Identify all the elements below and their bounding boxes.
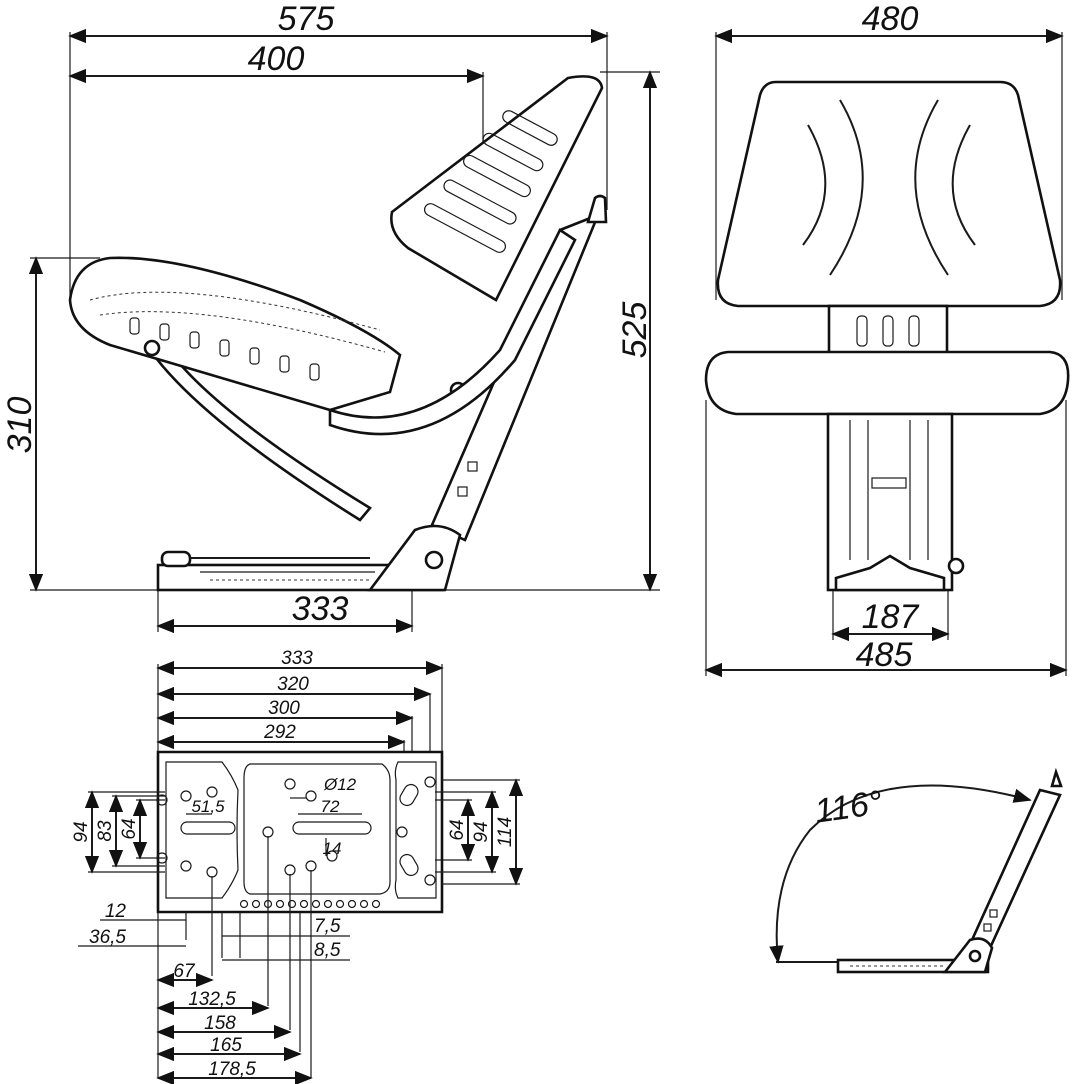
dim-right-0: 64 [447,819,468,840]
dim-bottom-0: 12 [105,901,127,922]
dim-inner-0: 51,5 [191,797,225,816]
dim-top-3: 292 [263,722,296,743]
dim-overall-length: 575 [278,0,335,38]
dim-seat-length: 400 [248,40,305,78]
dim-total-height: 525 [616,302,654,359]
dim-top-2: 300 [268,698,300,719]
dim-left-1: 83 [95,820,116,842]
dim-back-width: 480 [862,0,919,38]
dim-seat-width: 485 [856,636,913,674]
dim-seat-height: 310 [1,397,39,454]
dim-base-width: 187 [862,598,920,636]
dim-inner-1: 72 [321,797,340,816]
recline-view [769,767,1063,974]
dim-bottom-3: 8,5 [314,940,341,961]
dim-top-0: 333 [281,648,313,669]
dim-right-2: 114 [495,817,516,847]
dim-bottom-1: 36,5 [89,927,126,948]
dim-inner-2: 14 [323,839,342,858]
recline-angle: 116° [812,784,884,831]
dim-bottom-2: 7,5 [314,916,341,937]
dim-bottom-6: 158 [204,1013,236,1034]
dim-bottom-5: 132,5 [188,989,236,1010]
dim-left-0: 94 [71,821,92,842]
dim-inner-3: Ø12 [323,775,357,794]
front-view [704,28,1070,678]
dim-base-length: 333 [292,590,349,628]
dim-top-1: 320 [277,674,309,695]
dim-left-2: 64 [119,818,140,839]
side-view [28,28,660,634]
dim-right-1: 94 [471,821,492,842]
dim-bottom-7: 165 [210,1035,242,1056]
dim-bottom-4: 67 [173,961,196,982]
base-plate-view [78,660,524,1084]
dim-bottom-8: 178,5 [208,1059,256,1080]
